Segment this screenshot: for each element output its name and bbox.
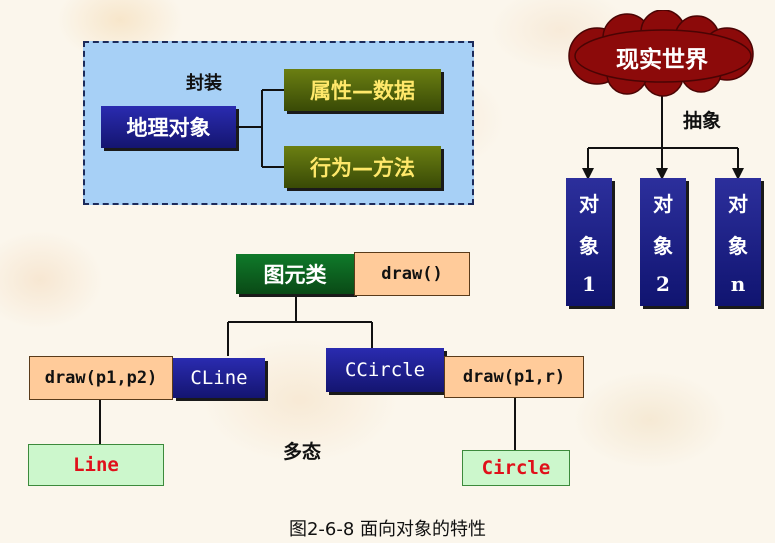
object-char: 对 [728,192,748,217]
circle-instance-box: Circle [462,450,570,486]
left-method-box: draw(p1,p2) [29,356,173,400]
arrow-down-icon [732,168,744,180]
abstraction-label: 抽象 [683,110,722,132]
object-number: 2 [656,271,670,296]
object-box-1: 对 象 1 [566,178,612,306]
object-char: 象 [728,233,748,258]
right-method-box: draw(p1,r) [444,356,584,398]
arrow-down-icon [656,168,668,180]
base-class-box: 图元类 [236,254,354,294]
object-char: 对 [579,192,599,217]
object-char: 象 [653,233,673,258]
object-number: n [730,271,746,296]
encapsulation-connector [236,89,284,168]
attribute-data-box: 属性—数据 [284,69,441,111]
ccircle-class-box: CCircle [326,348,444,392]
encapsulation-label: 封装 [186,73,222,94]
base-method-box: draw() [354,252,470,296]
polymorphism-label: 多态 [283,441,322,463]
object-box-n: 对 象 n [715,178,761,306]
behavior-method-box: 行为—方法 [284,146,441,188]
arrow-down-icon [582,168,594,180]
line-instance-box: Line [28,444,164,486]
cline-class-box: CLine [173,358,265,398]
real-world-label: 现实世界 [616,47,708,73]
object-char: 象 [579,233,599,258]
inheritance-connector [227,294,373,356]
figure-caption: 图2-6-8 面向对象的特性 [288,519,487,540]
real-world-cloud [568,10,754,97]
abstraction-connector [587,95,739,176]
object-number: 1 [582,271,596,296]
object-box-2: 对 象 2 [640,178,686,306]
geo-object-box: 地理对象 [101,106,236,148]
object-char: 对 [653,192,673,217]
